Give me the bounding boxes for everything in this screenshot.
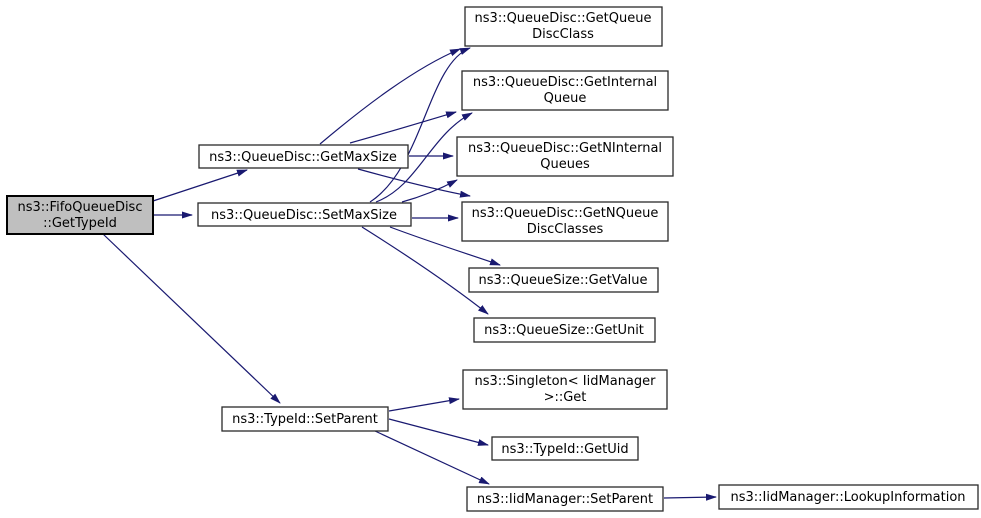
edge-setmaxsize-to-getqueuediscclass — [369, 47, 471, 203]
node-fifoqueuedisc-gettypeid[interactable]: ns3::FifoQueueDisc ::GetTypeId — [6, 195, 154, 235]
node-label: Queue — [544, 91, 587, 106]
node-label: ns3::IidManager::SetParent — [477, 492, 653, 507]
node-queuedisc-setmaxsize[interactable]: ns3::QueueDisc::SetMaxSize — [197, 202, 412, 227]
node-label: ns3::TypeId::SetParent — [232, 412, 378, 427]
node-box — [462, 369, 668, 410]
node-queuedisc-getqueuediscclass[interactable]: ns3::QueueDisc::GetQueue DiscClass — [464, 6, 663, 47]
node-label: ns3::QueueDisc::GetNInternal — [468, 141, 662, 156]
node-box — [466, 486, 664, 512]
node-label: ns3::FifoQueueDisc — [18, 200, 143, 215]
node-queuesize-getunit[interactable]: ns3::QueueSize::GetUnit — [473, 317, 656, 343]
node-queuedisc-getnqueuediscclasses[interactable]: ns3::QueueDisc::GetNQueue DiscClasses — [461, 201, 669, 242]
node-typeid-setparent[interactable]: ns3::TypeId::SetParent — [221, 406, 389, 432]
node-singleton-iidmanager-get[interactable]: ns3::Singleton< IidManager >::Get — [462, 369, 668, 410]
node-label: >::Get — [544, 390, 587, 405]
node-box — [468, 267, 659, 293]
node-iidmanager-setparent[interactable]: ns3::IidManager::SetParent — [466, 486, 664, 512]
node-queuedisc-getmaxsize[interactable]: ns3::QueueDisc::GetMaxSize — [198, 144, 409, 169]
node-box — [6, 195, 154, 235]
node-typeid-getuid[interactable]: ns3::TypeId::GetUid — [491, 436, 639, 461]
node-label: ns3::QueueDisc::SetMaxSize — [211, 208, 397, 223]
node-label: ::GetTypeId — [43, 216, 117, 231]
node-queuedisc-getinternalqueue[interactable]: ns3::QueueDisc::GetInternal Queue — [461, 70, 669, 111]
node-label: DiscClasses — [527, 222, 604, 237]
node-box — [461, 70, 669, 111]
edge-getmaxsize-to-getnqueuediscclasses — [357, 168, 471, 198]
node-label: ns3::QueueDisc::GetNQueue — [472, 206, 659, 221]
node-label: ns3::QueueSize::GetValue — [478, 273, 647, 288]
edge-typeidsetparent-to-iidsetparent — [374, 430, 490, 485]
node-label: ns3::QueueSize::GetUnit — [484, 323, 644, 338]
node-box — [461, 201, 669, 242]
node-box — [456, 136, 674, 177]
edge-setmaxsize-to-getunit — [361, 226, 489, 315]
edge-getmaxsize-to-getqueuediscclass — [319, 48, 461, 145]
node-box — [491, 436, 639, 461]
node-box — [718, 484, 979, 510]
edge-gettypeid-to-typeidsetparent — [102, 233, 281, 404]
node-label: ns3::IidManager::LookupInformation — [730, 490, 965, 505]
edge-setmaxsize-to-getvalue — [389, 226, 501, 266]
edge-gettypeid-to-getmaxsize — [152, 169, 248, 202]
node-queuesize-getvalue[interactable]: ns3::QueueSize::GetValue — [468, 267, 659, 293]
node-label: ns3::QueueDisc::GetInternal — [473, 75, 657, 90]
node-label: ns3::QueueDisc::GetMaxSize — [209, 150, 397, 165]
graph-nodes: ns3::FifoQueueDisc ::GetTypeId ns3::Queu… — [6, 6, 979, 512]
node-queuedisc-getninternalqueues[interactable]: ns3::QueueDisc::GetNInternal Queues — [456, 136, 674, 177]
edge-iidsetparent-to-lookupinformation — [663, 493, 717, 501]
edge-getmaxsize-to-getinternalqueue — [349, 111, 457, 144]
node-iidmanager-lookupinformation[interactable]: ns3::IidManager::LookupInformation — [718, 484, 979, 510]
edge-setmaxsize-to-getinternalqueue — [375, 112, 473, 203]
edge-typeidsetparent-to-getuid — [388, 418, 489, 446]
node-box — [197, 202, 412, 227]
node-box — [464, 6, 663, 47]
node-box — [221, 406, 389, 432]
edge-typeidsetparent-to-singletonget — [388, 397, 460, 412]
node-label: ns3::Singleton< IidManager — [474, 374, 656, 389]
node-label: DiscClass — [532, 27, 594, 42]
node-label: ns3::QueueDisc::GetQueue — [475, 11, 652, 26]
node-box — [198, 144, 409, 169]
graph-edges — [102, 47, 717, 501]
node-box — [473, 317, 656, 343]
node-label: Queues — [540, 157, 590, 172]
node-label: ns3::TypeId::GetUid — [501, 442, 628, 457]
edge-setmaxsize-to-getninternalqueues — [401, 179, 458, 203]
